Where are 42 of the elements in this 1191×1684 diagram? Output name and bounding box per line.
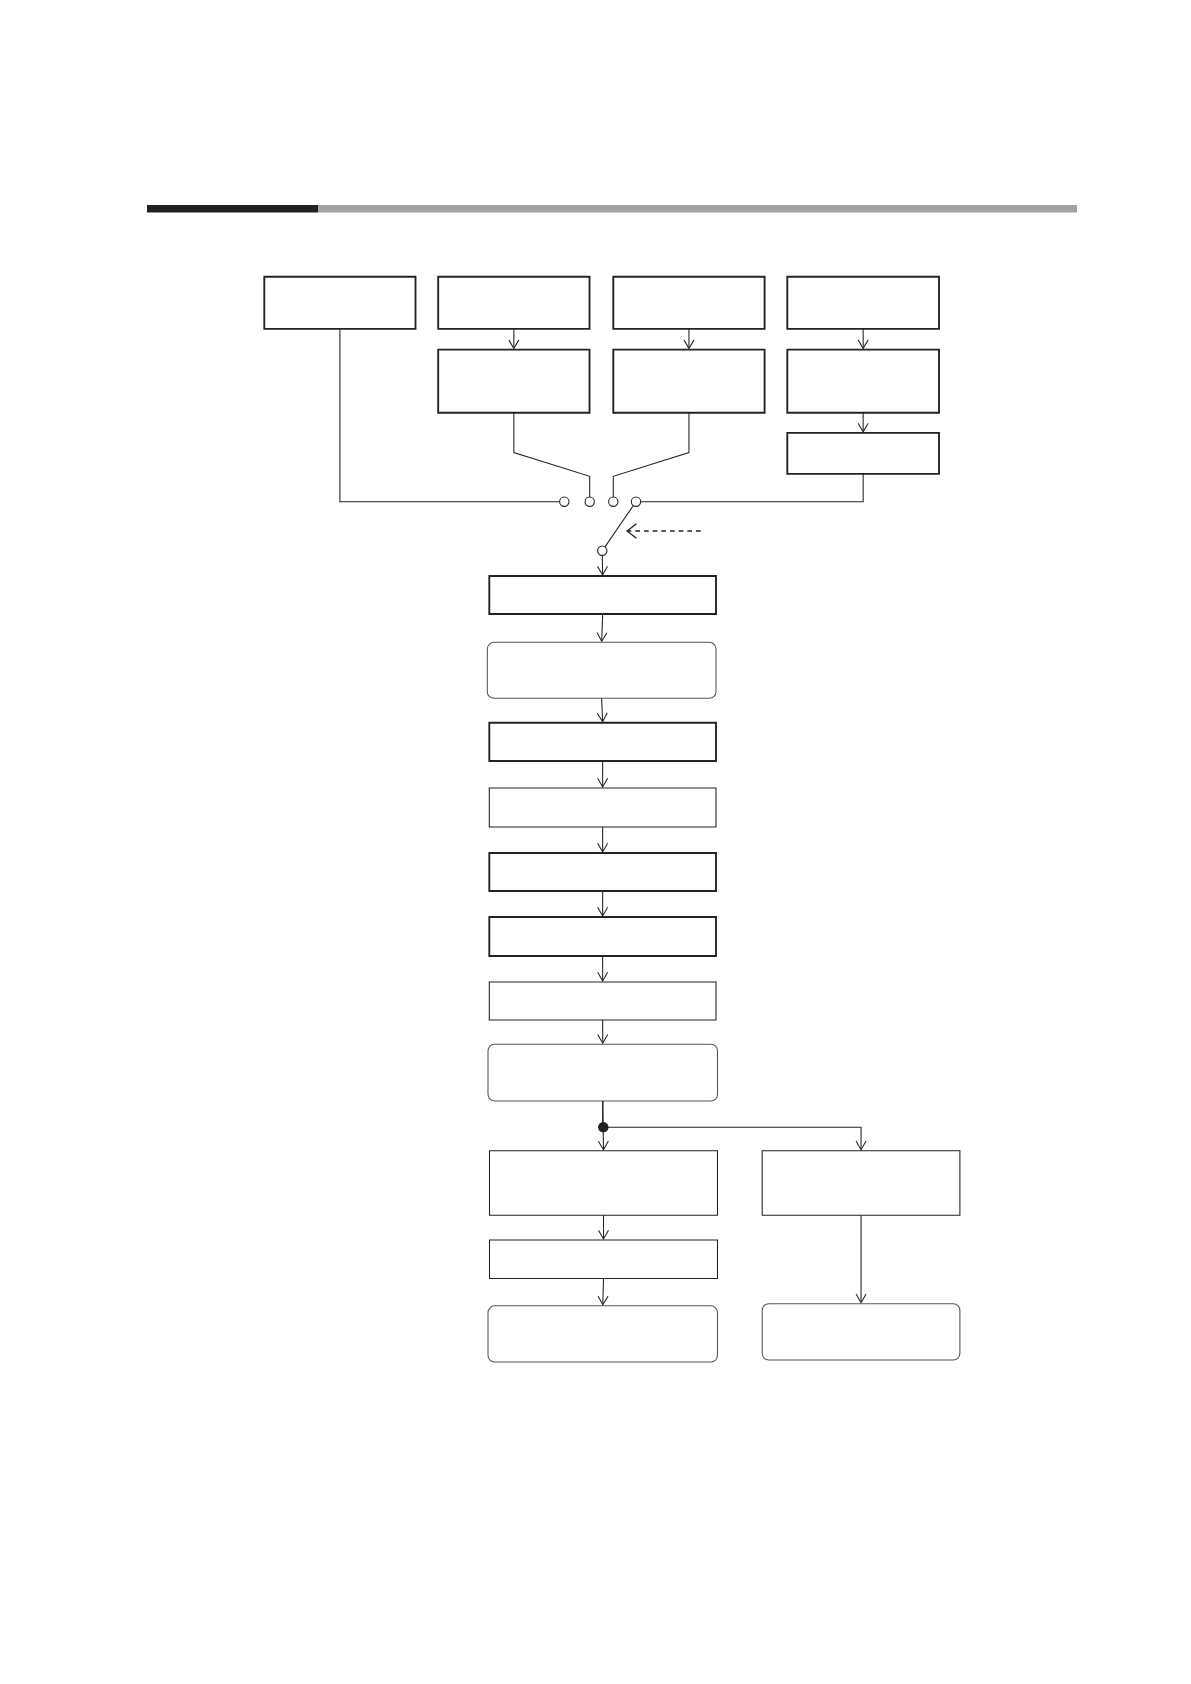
process-box bbox=[263, 275, 417, 330]
process-box bbox=[761, 1150, 961, 1216]
process-box bbox=[488, 981, 717, 1021]
process-box bbox=[786, 431, 940, 475]
arrow bbox=[857, 412, 869, 433]
rounded-box bbox=[487, 1305, 719, 1363]
arrow bbox=[597, 890, 609, 917]
arrow bbox=[508, 328, 520, 350]
switch-arm bbox=[604, 505, 634, 548]
arrow bbox=[596, 554, 609, 576]
process-box bbox=[612, 348, 766, 414]
arrow bbox=[855, 1214, 867, 1304]
process-box bbox=[488, 1150, 719, 1216]
arrow bbox=[597, 955, 609, 983]
arrow bbox=[597, 760, 609, 788]
connector-line bbox=[513, 412, 591, 498]
process-box bbox=[437, 348, 591, 414]
process-box bbox=[488, 852, 717, 892]
process-box bbox=[488, 1239, 719, 1280]
arrow bbox=[597, 1214, 610, 1240]
process-box bbox=[437, 275, 591, 330]
process-box bbox=[612, 275, 766, 330]
process-box bbox=[488, 916, 717, 957]
process-box bbox=[786, 348, 940, 414]
arrow bbox=[597, 826, 609, 853]
rounded-box bbox=[487, 1043, 719, 1102]
process-box bbox=[488, 721, 717, 762]
connector-line bbox=[640, 473, 864, 503]
arrow bbox=[597, 1277, 609, 1306]
rounded-box bbox=[761, 1303, 961, 1361]
connector-line bbox=[339, 328, 561, 503]
arrow bbox=[596, 613, 608, 643]
process-box bbox=[488, 575, 717, 615]
process-box bbox=[786, 275, 940, 330]
process-box bbox=[488, 787, 717, 828]
arrow bbox=[602, 1100, 867, 1151]
connector-line bbox=[612, 412, 690, 498]
arrow bbox=[857, 328, 869, 350]
rounded-box bbox=[486, 641, 717, 699]
arrow bbox=[597, 1019, 609, 1045]
arrow bbox=[683, 328, 695, 350]
arrow bbox=[596, 697, 608, 723]
